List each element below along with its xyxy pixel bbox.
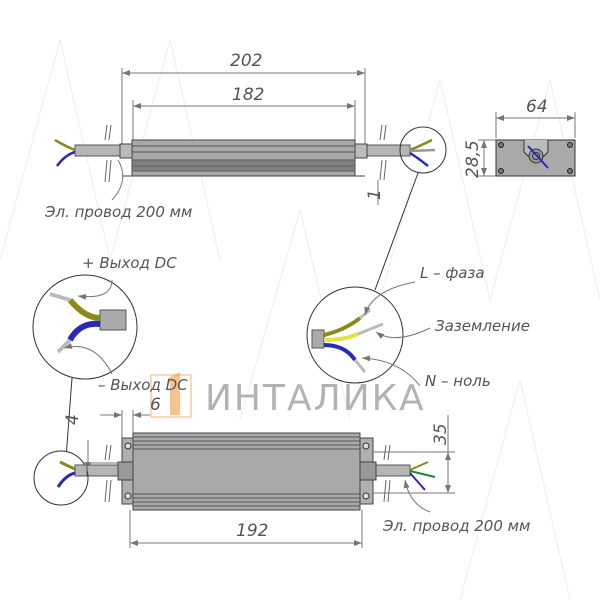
- plus-output-label: + Выход DC: [82, 254, 177, 272]
- cable-label-top: Эл. провод 200 мм: [44, 203, 192, 221]
- driver-body-bottom: [132, 432, 361, 511]
- dim-1: 1: [365, 189, 385, 200]
- dim-28-5: 28,5: [463, 140, 483, 178]
- end-view: 64 28,5: [463, 97, 576, 178]
- left-cable: [74, 144, 124, 157]
- top-view: 202 182 1 Эл. провод 200 мм: [44, 51, 447, 291]
- right-cable: [364, 144, 411, 157]
- neutral-label: N – ноль: [425, 372, 491, 390]
- detail-leader-input: [374, 172, 419, 291]
- cable-label-bottom: Эл. провод 200 мм: [382, 517, 530, 535]
- dim-192: 192: [236, 521, 268, 541]
- cable-leader: [111, 159, 124, 201]
- dim-182: 182: [232, 85, 264, 105]
- logo-text: ИНТАЛИКА: [205, 378, 426, 419]
- input-detail: L – фаза Заземление N – ноль: [306, 264, 530, 390]
- ground-label: Заземление: [435, 317, 530, 335]
- dim-202: 202: [230, 51, 262, 71]
- dim-35: 35: [431, 423, 451, 445]
- bottom-right-cable: [371, 464, 411, 477]
- minus-output-label: – Выход DC: [98, 376, 188, 394]
- phase-label: L – фаза: [420, 264, 485, 282]
- dim-4: 4: [63, 414, 83, 425]
- detail-circle-input: [399, 126, 447, 174]
- output-detail: + Выход DC: [32, 254, 177, 459]
- dim-6: 6: [150, 395, 161, 415]
- intalika-logo: ИНТАЛИКА: [150, 372, 426, 419]
- dim-64: 64: [526, 97, 548, 117]
- bottom-view: 6 4: [33, 395, 530, 548]
- detail-circle-output-small: [33, 450, 89, 506]
